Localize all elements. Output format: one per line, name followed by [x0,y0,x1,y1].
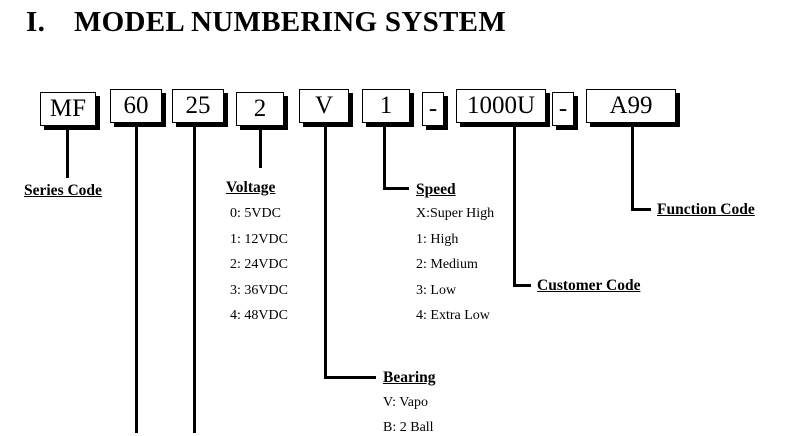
section-heading: I. MODEL NUMBERING SYSTEM [26,6,506,39]
bearing-option: V: Vapo [383,395,428,410]
size-b-connector [193,123,196,433]
speed-connector-h [383,187,409,190]
size-a-connector [135,123,138,433]
function-connector [631,126,634,210]
voltage-option: 1: 12VDC [230,232,288,247]
voltage-option: 2: 24VDC [230,257,288,272]
dash-box-2: - [552,92,574,126]
size-a-box: 60 [110,89,162,123]
speed-label: Speed [416,181,456,198]
voltage-option: 3: 36VDC [230,283,288,298]
customer-code-label: Customer Code [537,277,641,294]
speed-option: 4: Extra Low [416,308,490,323]
function-code-box: A99 [586,89,676,123]
dash-box-1: - [422,92,444,126]
speed-option: X:Super High [416,206,495,221]
speed-box: 1 [362,89,410,123]
customer-code-box: 1000U [456,89,546,123]
speed-option: 2: Medium [416,257,478,272]
speed-option: 3: Low [416,283,457,298]
voltage-box: 2 [236,92,284,126]
series-code-box: MF [40,92,96,126]
voltage-option: 0: 5VDC [230,206,281,221]
customer-connector [513,126,516,286]
series-connector [66,126,69,178]
speed-option: 1: High [416,232,459,247]
bearing-connector [324,123,327,378]
function-connector-h [631,208,651,211]
function-code-label: Function Code [657,201,755,218]
speed-connector [383,123,386,189]
series-code-label: Series Code [24,182,102,199]
section-title: MODEL NUMBERING SYSTEM [74,6,506,38]
bearing-box: V [299,89,349,123]
voltage-option: 4: 48VDC [230,308,288,323]
bearing-label: Bearing [383,369,436,386]
section-number: I. [26,6,46,38]
voltage-label: Voltage [226,179,276,196]
voltage-connector [259,126,262,168]
bearing-connector-h [324,376,376,379]
size-b-box: 25 [172,89,224,123]
customer-connector-h [513,284,531,287]
bearing-option: B: 2 Ball [383,420,434,435]
